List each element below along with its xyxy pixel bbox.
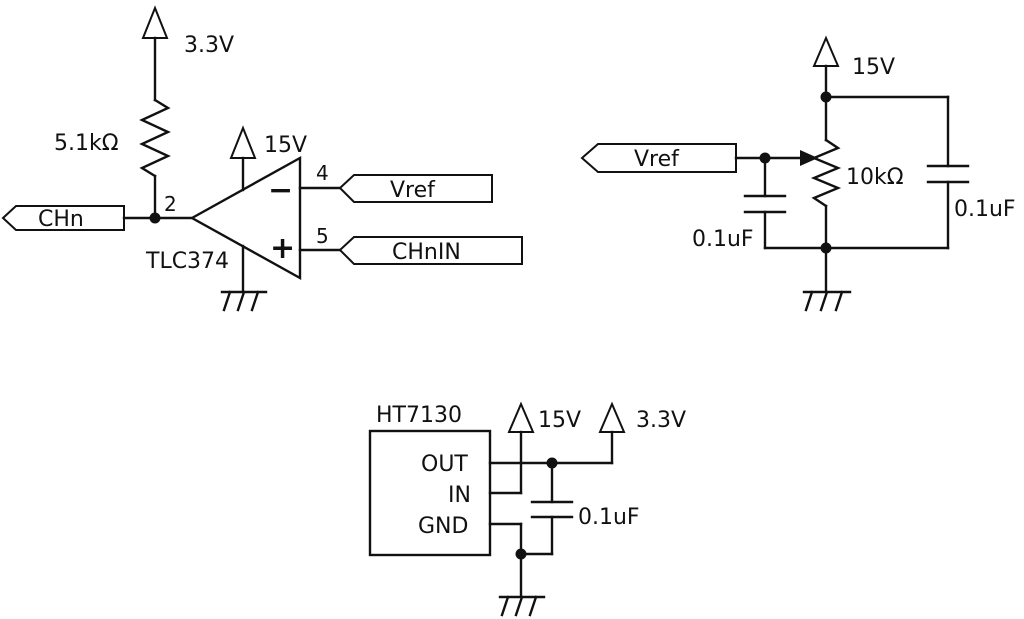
junction-dot (515, 548, 527, 560)
supply-3v3-symbol (141, 5, 169, 102)
resistor-5k1-label: 5.1kΩ (54, 131, 119, 156)
supply-15v-symbol (488, 401, 535, 495)
junction-dot (149, 212, 161, 224)
pin-in-label: IN (448, 483, 471, 508)
capacitor-left-label: 0.1uF (692, 227, 754, 252)
capacitor-output (530, 500, 574, 519)
opamp-circuit: 3.3V 5.1kΩ CHn 2 − + 15V (1, 5, 523, 312)
vref-circuit: 15V 0.1uF 10kΩ Vref 0.1uF (580, 35, 1016, 312)
opamp-minus: − (268, 173, 293, 208)
pin-2-label: 2 (164, 192, 177, 216)
supply-15v-label: 15V (538, 408, 581, 433)
potentiometer-label: 10kΩ (846, 165, 904, 190)
ground-symbol (802, 246, 852, 312)
ground-symbol (220, 244, 268, 312)
wiper-arrow-icon (800, 150, 818, 166)
pin-out-label: OUT (421, 452, 468, 477)
supply-3v3-label: 3.3V (184, 33, 234, 58)
regulator-circuit: HT7130 OUT IN GND 15V 3.3V 0.1uF (368, 401, 686, 617)
ic-name-label: HT7130 (376, 403, 462, 428)
opamp-plus: + (270, 231, 295, 266)
pin-4-label: 4 (316, 161, 329, 185)
port-vref-label: Vref (390, 178, 436, 203)
ic-name-label: TLC374 (145, 249, 229, 274)
supply-3v3-label: 3.3V (636, 408, 686, 433)
supply-15v-symbol (812, 35, 840, 142)
supply-15v-label: 15V (264, 133, 307, 158)
supply-15v-label: 15V (852, 55, 895, 80)
supply-15v-symbol (229, 125, 257, 192)
resistor-5k1 (139, 98, 171, 220)
port-vref-label: Vref (634, 147, 680, 172)
supply-3v3-symbol (598, 401, 626, 465)
port-chnin (338, 236, 523, 265)
capacitor-label: 0.1uF (578, 505, 640, 530)
capacitor-right (926, 164, 970, 184)
ground-symbol (498, 595, 546, 617)
pin-gnd-label: GND (418, 514, 468, 539)
capacitor-left (743, 194, 787, 214)
pin-5-label: 5 (316, 224, 329, 248)
potentiometer-10k (810, 138, 842, 250)
capacitor-right-label: 0.1uF (954, 197, 1016, 222)
port-chn-label: CHn (38, 207, 84, 232)
port-vref (338, 174, 493, 203)
port-chnin-label: CHnIN (392, 240, 461, 265)
opamp-triangle (189, 155, 302, 281)
